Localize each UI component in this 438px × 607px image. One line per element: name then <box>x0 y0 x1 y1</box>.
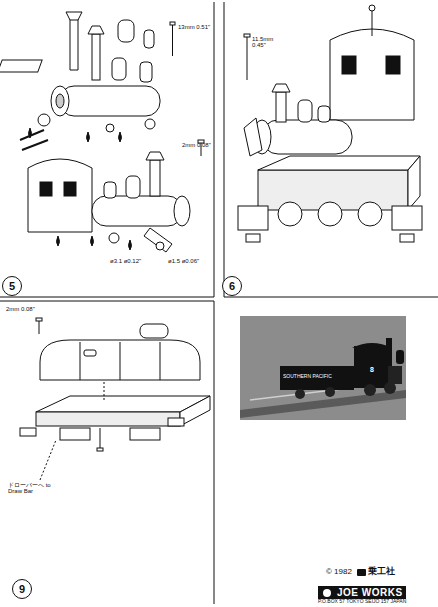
loco-assembly <box>238 5 422 242</box>
logo-mark <box>323 589 331 597</box>
maker-name: JOE WORKS <box>337 587 403 598</box>
step-number: 6 <box>222 276 242 296</box>
step-label: 9 <box>19 583 25 595</box>
imprint: P.O.BOX 57 TOKYO SEIJO 157 JAPAN <box>318 599 436 604</box>
tender-exploded <box>20 324 210 480</box>
model-photo <box>240 316 406 420</box>
note: ドローバーへ to Draw Bar <box>8 482 52 495</box>
step-number: 5 <box>2 276 22 296</box>
imprint: 乗工社 <box>368 567 408 576</box>
step-label: 6 <box>229 280 235 292</box>
boiler-exploded <box>0 12 160 150</box>
dimension: ø3.1 ø0.12" <box>110 258 142 264</box>
dimension: 11.5mm 0.45" <box>252 36 288 49</box>
cab-boiler-assembly <box>28 152 190 252</box>
screw-13mm <box>170 22 175 56</box>
dimension: 2mm 0.08" <box>182 142 212 148</box>
screw-11-5mm <box>244 34 250 80</box>
imprint: © 1982 <box>326 568 358 576</box>
livery-text: 8 <box>370 366 382 373</box>
livery-text: SOUTHERN PACIFIC <box>283 374 353 379</box>
maker-logo-box: JOE WORKS <box>318 586 406 599</box>
dimension: 13mm 0.51" <box>178 24 212 30</box>
dimension: ø1.5 ø0.06" <box>168 258 200 264</box>
step-number: 9 <box>12 579 32 599</box>
step-label: 5 <box>9 280 15 292</box>
screw-2mm <box>36 318 42 334</box>
dimension: 2mm 0.08" <box>6 306 36 312</box>
